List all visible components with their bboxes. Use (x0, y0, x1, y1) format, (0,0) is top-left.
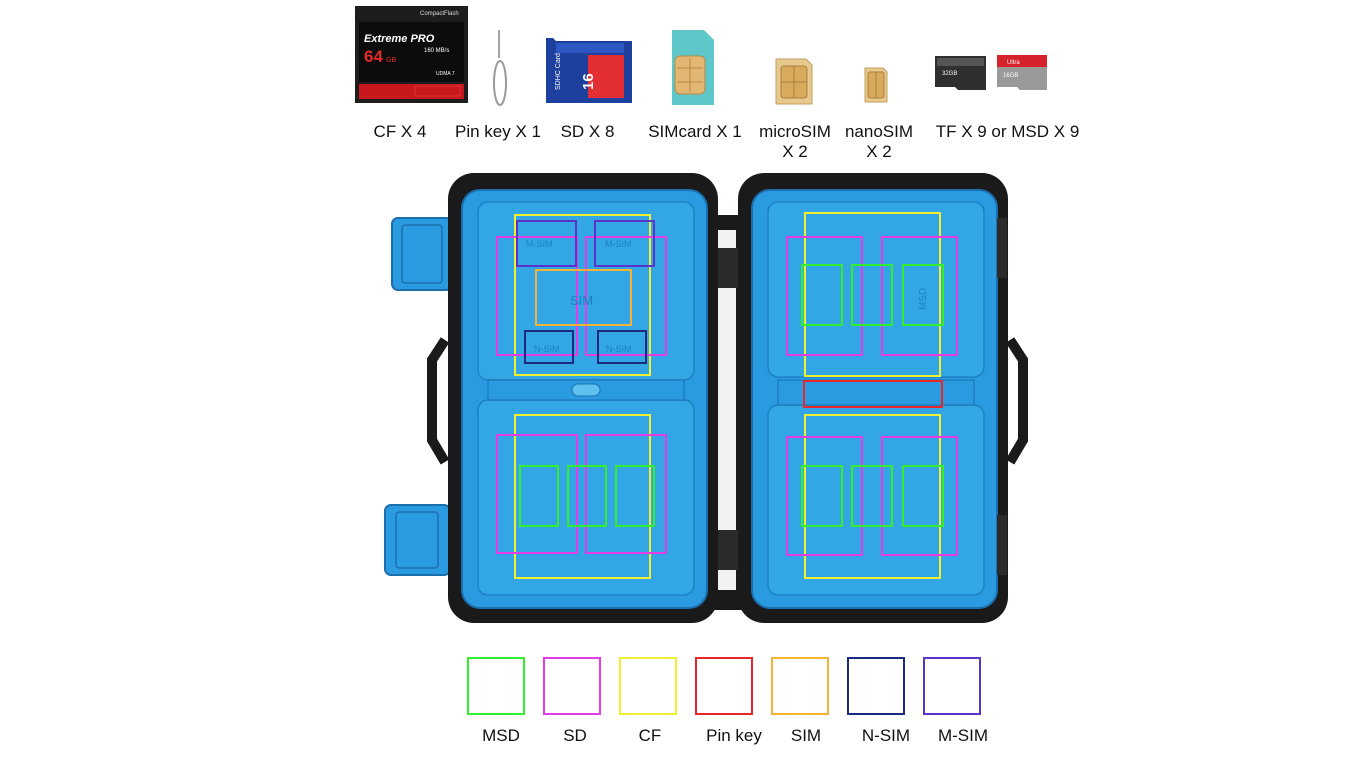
legend-label-sim: SIM (790, 726, 822, 745)
cf-brand-text: Extreme PRO (364, 33, 435, 45)
nsim-slot-left-text: N-SIM (534, 344, 560, 354)
legend-swatch-cf (619, 657, 677, 715)
pin-key-image (493, 30, 507, 106)
legend-swatch-sim (771, 657, 829, 715)
tf2-brand-text: Ultra (1007, 60, 1020, 66)
tf-count-label: TF X 9 or MSD X 9 (935, 122, 1080, 141)
msim-slot-right-text: M-SIM (605, 239, 632, 249)
microsim-image (775, 58, 813, 105)
msim-slot-left-text: M-SIM (526, 239, 553, 249)
sd-type-text: SDHC Card (555, 53, 562, 90)
left-latch-bottom (384, 504, 451, 576)
sim-slot-text: SIM (570, 293, 593, 308)
cf-top-text: CompactFlash (420, 11, 459, 17)
legend-label-m-sim: M-SIM (937, 726, 989, 745)
msd-slot-text: MSD (918, 288, 929, 310)
nanosim-image (864, 67, 888, 103)
cf-udma-text: UDMA 7 (436, 71, 455, 77)
sim-count-label: SIMcard X 1 (648, 122, 742, 141)
legend-label-n-sim: N-SIM (861, 726, 911, 745)
tf2-capacity-text: 16GB (1003, 73, 1018, 79)
legend-swatch-sd (543, 657, 601, 715)
legend-swatch-pin-key (695, 657, 753, 715)
sd-count-label: SD X 8 (560, 122, 615, 141)
card-images: CompactFlash Extreme PRO 64 GB 160 MB/s … (355, 6, 1047, 106)
cf-count-label: CF X 4 (373, 122, 427, 141)
sd-card-image: SDHC Card 16 (546, 38, 632, 103)
legend-label-sd: SD (563, 726, 587, 745)
legend-label-pin-key: Pin key (706, 726, 762, 745)
left-latch-top (391, 217, 453, 291)
card-case-image: SIM N-SIM N-SIM M-SIM M-SIM MSD (384, 173, 1028, 623)
pin-key-count-label: Pin key X 1 (455, 122, 541, 141)
cf-speed-text: 160 MB/s (424, 48, 449, 54)
legend-swatch-m-sim (923, 657, 981, 715)
legend-label-cf: CF (638, 726, 662, 745)
cf-card-image: CompactFlash Extreme PRO 64 GB 160 MB/s … (355, 6, 468, 103)
nsim-slot-right-text: N-SIM (606, 344, 632, 354)
microsim-count-label: microSIM X 2 (759, 122, 831, 161)
nanosim-count-label: nanoSIM X 2 (844, 122, 914, 161)
tf-card-image: 32GB Ultra 16GB (935, 55, 1047, 90)
legend-swatch-n-sim (847, 657, 905, 715)
cf-unit-text: GB (386, 57, 396, 64)
sim-card-image (672, 30, 714, 105)
legend-label-msd: MSD (482, 726, 520, 745)
tf1-capacity-text: 32GB (942, 71, 957, 77)
legend-swatch-msd (467, 657, 525, 715)
case-left-half: SIM N-SIM N-SIM M-SIM M-SIM (448, 173, 718, 623)
cf-capacity-text: 64 (364, 47, 383, 66)
case-right-half: MSD (738, 173, 1008, 623)
sd-capacity-text: 16 (580, 73, 597, 90)
